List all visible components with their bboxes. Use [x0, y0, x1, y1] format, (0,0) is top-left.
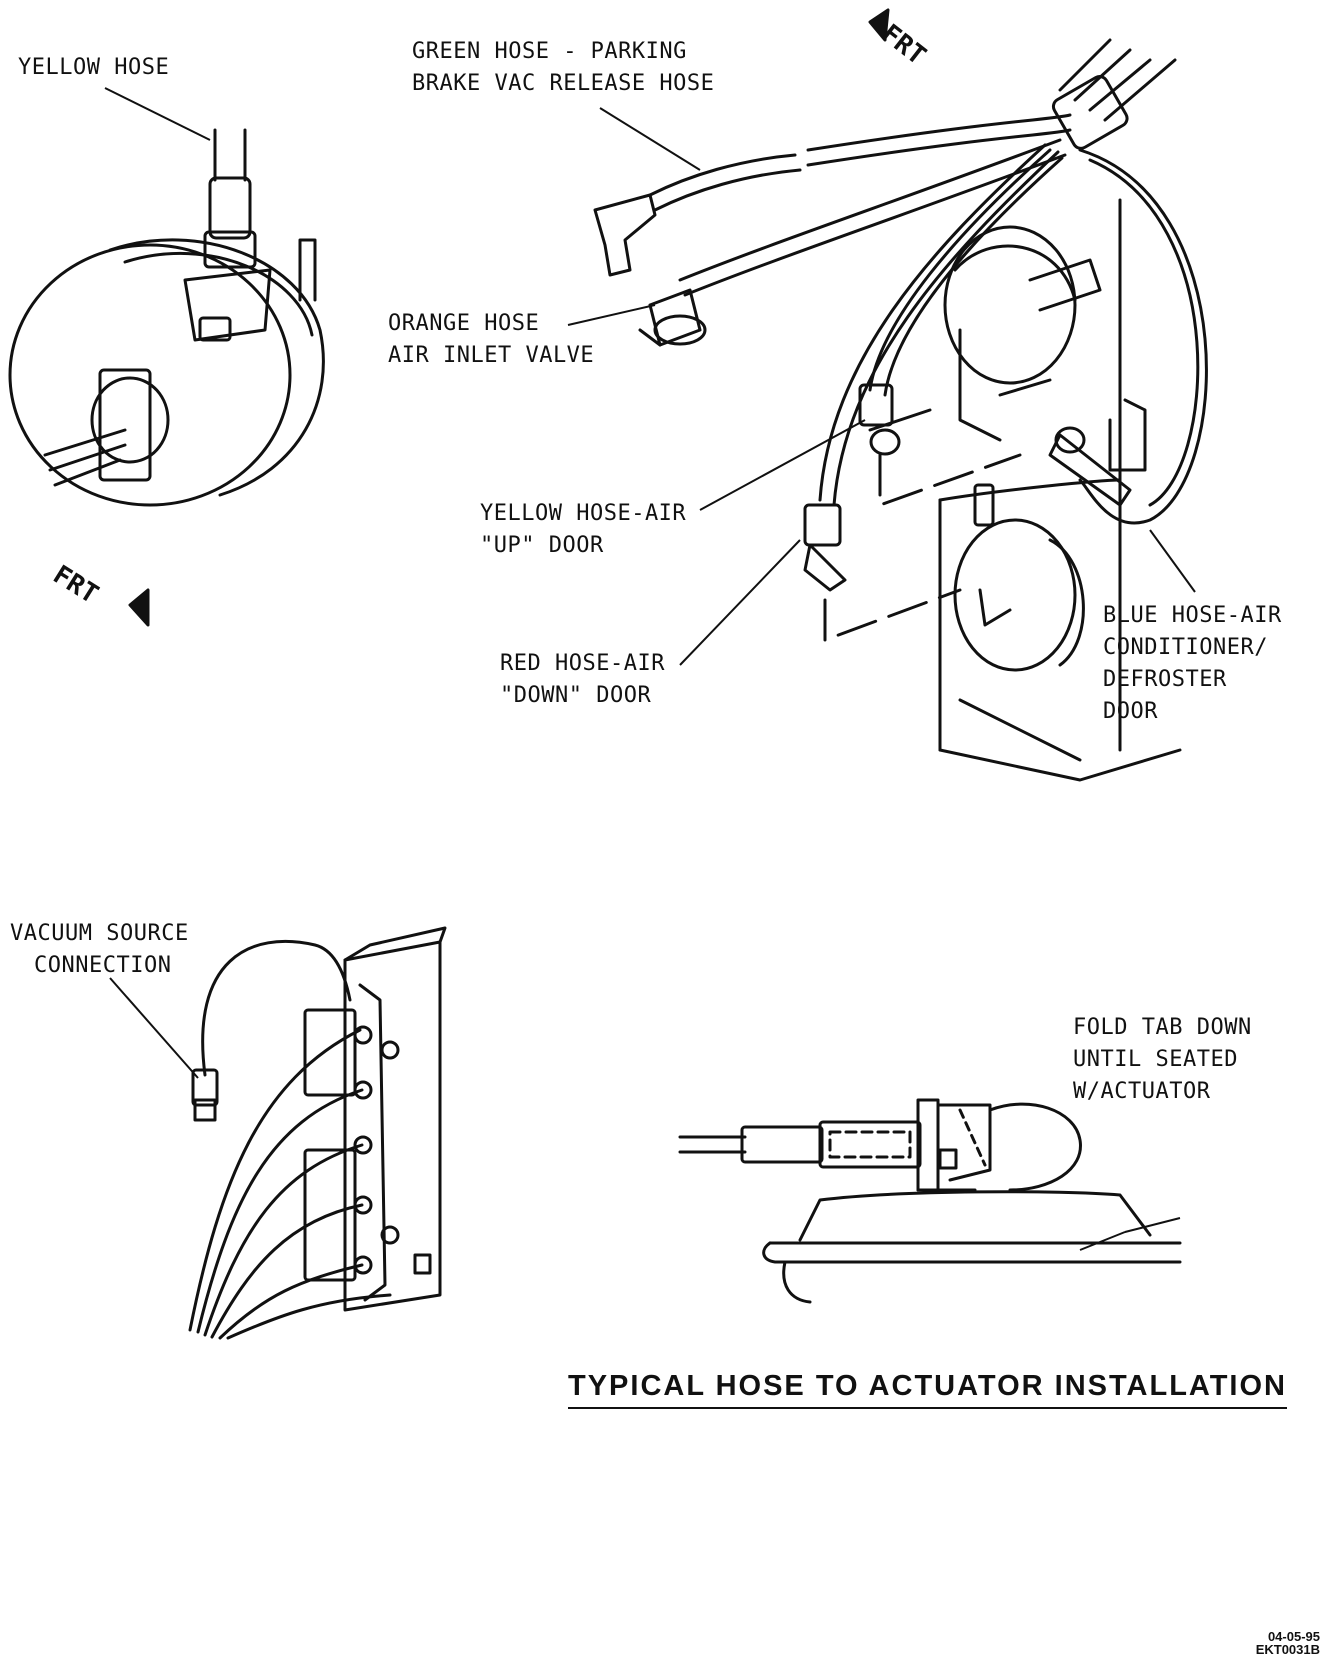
label-fold-tab-line1: FOLD TAB DOWN: [1073, 1015, 1252, 1040]
label-blue-hose-line2: CONDITIONER/: [1103, 635, 1268, 660]
label-blue-hose-line4: DOOR: [1103, 699, 1158, 724]
diagram-title: TYPICAL HOSE TO ACTUATOR INSTALLATION: [568, 1370, 1287, 1409]
label-vacuum-source-line1: VACUUM SOURCE: [10, 921, 189, 946]
figure-date: 04-05-95: [1267, 1629, 1320, 1644]
label-yellow-up-line1: YELLOW HOSE-AIR: [480, 501, 687, 526]
figure-id: EKT0031B: [1255, 1642, 1320, 1657]
actuator-top-left: [8, 128, 325, 507]
figure-code: 04-05-95 EKT0031B: [1170, 1630, 1320, 1656]
label-fold-tab-line2: UNTIL SEATED: [1073, 1047, 1238, 1072]
label-orange-hose-line2: AIR INLET VALVE: [388, 343, 595, 368]
label-blue-hose-line3: DEFROSTER: [1103, 667, 1227, 692]
label-green-hose-line1: GREEN HOSE - PARKING: [412, 39, 687, 64]
label-blue-hose-line1: BLUE HOSE-AIR: [1103, 603, 1282, 628]
label-red-down-line1: RED HOSE-AIR: [500, 651, 665, 676]
label-orange-hose-line1: ORANGE HOSE: [388, 311, 540, 336]
label-green-hose-line2: BRAKE VAC RELEASE HOSE: [412, 71, 715, 96]
hvac-hose-harness: [593, 38, 1208, 592]
label-yellow-up-line2: "UP" DOOR: [480, 533, 604, 558]
label-yellow-hose: YELLOW HOSE: [18, 55, 170, 80]
vacuum-connector-block: [188, 926, 447, 1340]
front-arrow-top-icon: [868, 8, 890, 42]
label-fold-tab-line3: W/ACTUATOR: [1073, 1079, 1211, 1104]
hvac-housing: [823, 198, 1182, 782]
hose-actuator-detail: [678, 1098, 1182, 1304]
front-arrow-left-icon: [128, 588, 150, 627]
label-red-down-line2: "DOWN" DOOR: [500, 683, 652, 708]
label-vacuum-source-line2: CONNECTION: [34, 953, 172, 978]
